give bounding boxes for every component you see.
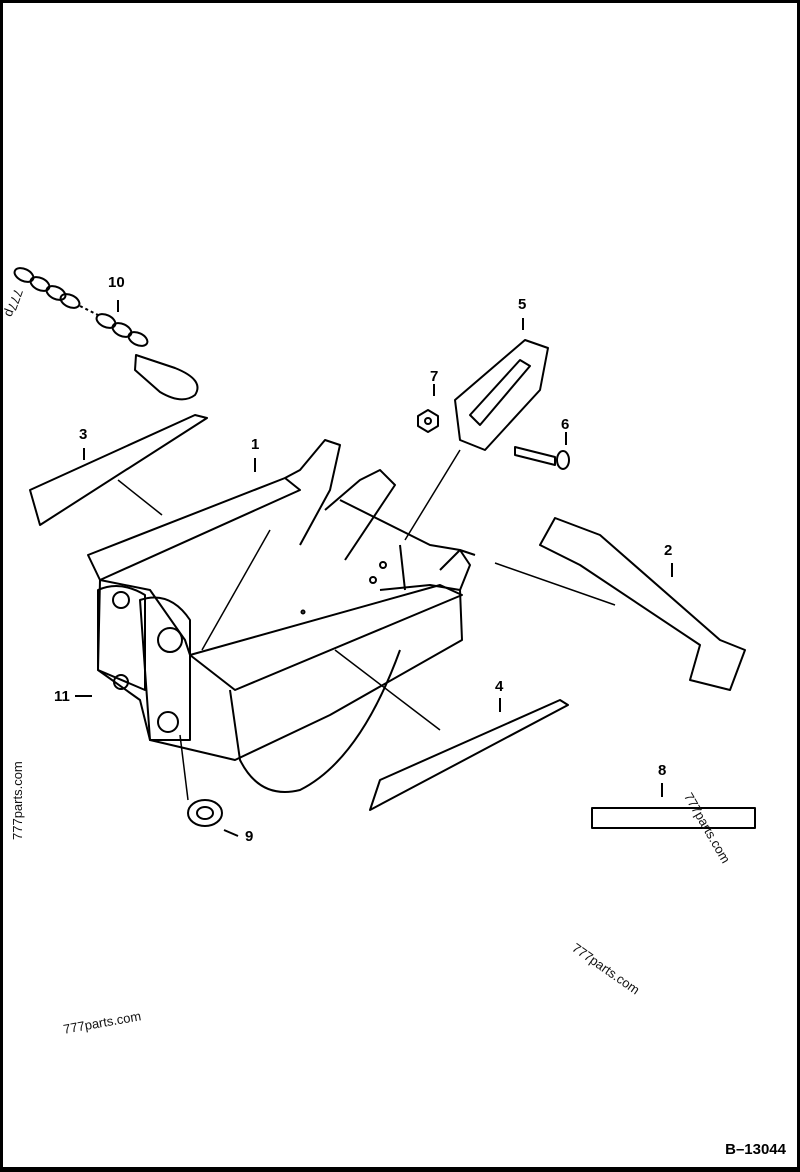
- nut-part-7: [417, 384, 439, 433]
- tooth-part-5: [404, 318, 549, 541]
- callout-8: 8: [658, 762, 667, 779]
- callout-11: 11: [54, 688, 70, 705]
- side-cutter-part-2: [494, 517, 746, 691]
- bushing-part-9: [179, 734, 239, 837]
- callout-3: 3: [79, 426, 88, 443]
- callout-4: 4: [495, 678, 504, 695]
- watermark: 777parts.com: [10, 761, 25, 840]
- wear-strip-part-8: [591, 783, 756, 829]
- callout-9: 9: [245, 828, 254, 845]
- cutting-edge-part-3: [29, 414, 208, 526]
- cutting-edge-part-4: [369, 698, 569, 811]
- callout-5: 5: [518, 296, 527, 313]
- callout-1: 1: [251, 436, 260, 453]
- callout-6: 6: [561, 416, 570, 433]
- callout-2: 2: [664, 542, 673, 559]
- bucket-part-1: [87, 439, 476, 793]
- drawing-code: B–13044: [725, 1141, 786, 1158]
- chain-part-10: [13, 267, 199, 401]
- callout-10: 10: [108, 274, 125, 291]
- bolt-part-6: [514, 432, 570, 470]
- callout-7: 7: [430, 368, 439, 385]
